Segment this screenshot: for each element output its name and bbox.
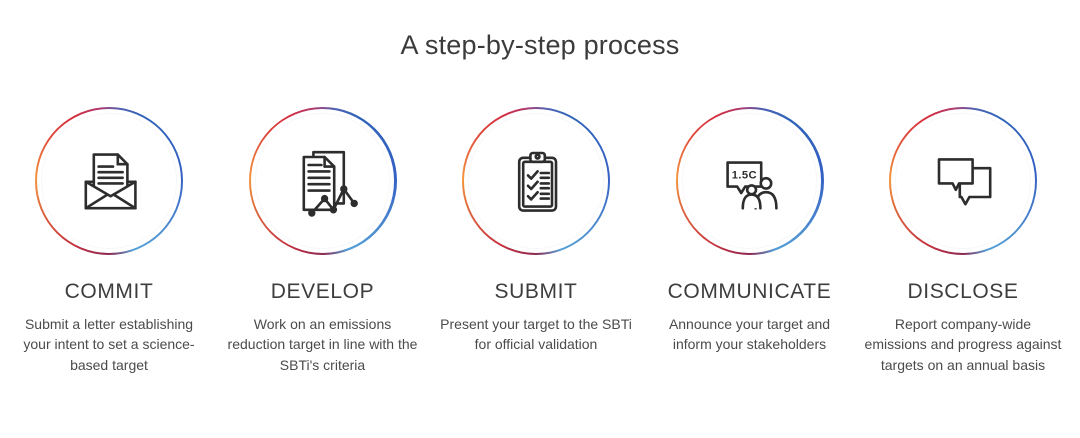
step-circle (248, 107, 397, 255)
speech-bubble-people-icon: 1.5C (710, 141, 790, 221)
clipboard-checklist-icon (496, 141, 576, 221)
step-label-develop: DEVELOP (270, 280, 375, 303)
speech-bubbles-icon (923, 141, 1003, 221)
envelope-letter-icon (69, 141, 149, 221)
page-title: A step-by-step process (400, 30, 680, 60)
step-circle (462, 107, 610, 255)
step-label-commit: COMMIT (64, 280, 154, 303)
step-label-disclose: DISCLOSE (907, 280, 1019, 303)
step-circle: 1.5C (675, 107, 824, 255)
documents-trend-chart-icon (283, 141, 363, 221)
step-description-communicate: Announce your target and inform your sta… (668, 316, 831, 353)
step-disclose: DISCLOSE Report company-wide emissions a… (860, 107, 1066, 375)
step-develop: DEVELOP Work on an emissions reduction t… (220, 107, 426, 375)
step-description-commit: Submit a letter establishing your intent… (23, 316, 195, 373)
step-description-submit: Present your target to the SBTi for offi… (440, 316, 632, 353)
bubble-temperature-text: 1.5C (731, 170, 756, 182)
step-label-submit: SUBMIT (494, 280, 578, 303)
step-submit: SUBMIT Present your target to the SBTi f… (433, 107, 639, 355)
step-communicate: 1.5C COMMUNICATE Announce your target an… (647, 107, 853, 355)
process-steps-row: COMMIT Submit a letter establishing your… (0, 107, 1080, 375)
step-label-communicate: COMMUNICATE (667, 280, 832, 303)
step-description-disclose: Report company-wide emissions and progre… (864, 316, 1062, 373)
step-circle (889, 107, 1037, 255)
step-description-develop: Work on an emissions reduction target in… (227, 316, 418, 373)
step-circle (35, 107, 183, 255)
step-commit: COMMIT Submit a letter establishing your… (6, 107, 212, 375)
